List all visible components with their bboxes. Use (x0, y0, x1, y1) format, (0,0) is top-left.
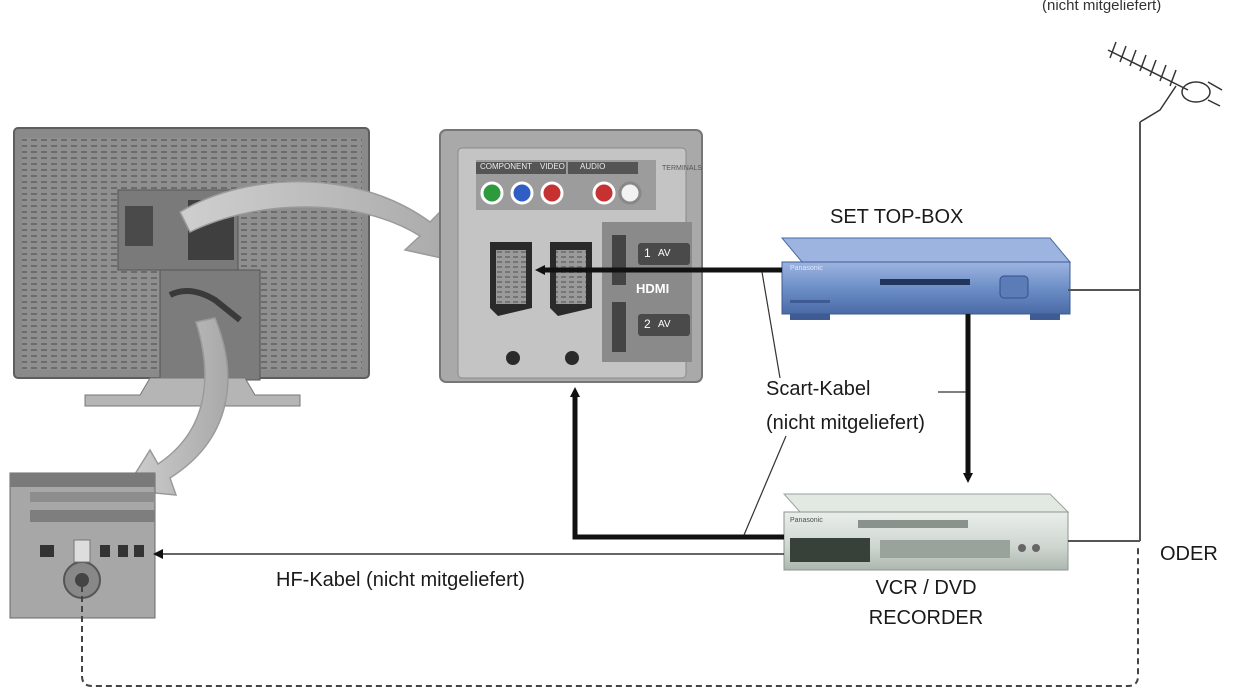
scart-socket-icon (490, 242, 532, 365)
scart-label-leaders (743, 271, 966, 536)
hdmi1-port-text: AV (658, 248, 671, 259)
antenna-icon (1107, 41, 1223, 123)
video-label: VIDEO (540, 162, 565, 171)
scart-cable-label-line2: (nicht mitgeliefert) (766, 412, 925, 434)
alternative-antenna-route (81, 545, 1139, 687)
tv-rear-view (13, 127, 370, 407)
hdmi-port-icon (612, 235, 626, 285)
hdmi1-badge: 1 (644, 246, 651, 260)
tv-corner-detail (9, 472, 156, 619)
antenna-cable (1068, 122, 1141, 542)
tv-connector-panel (439, 129, 703, 383)
component-label: COMPONENT (480, 162, 532, 171)
set-top-box-label: SET TOP-BOX (830, 206, 964, 228)
recorder-brand: Panasonic (790, 517, 823, 524)
stb-brand: Panasonic (790, 265, 823, 272)
model-text: TERMINALS (662, 165, 703, 172)
hdmi-logo: HDMI (636, 281, 670, 296)
set-top-box (780, 237, 1072, 320)
hdmi-port-icon (612, 302, 626, 352)
scart-socket-icon (550, 242, 592, 365)
scart-cable-recorder-to-tv (570, 387, 784, 540)
recorder-label-line2: RECORDER (868, 607, 984, 629)
antenna-note: (nicht mitgeliefert) (1042, 0, 1162, 14)
rca-jack-icon (480, 181, 504, 205)
scart-cable-label-line1: Scart-Kabel (766, 378, 871, 400)
recorder-label-line1: VCR / DVD (875, 577, 977, 599)
or-label: ODER (1160, 543, 1218, 565)
vcr-dvd-recorder (782, 493, 1070, 571)
hdmi2-badge: 2 (644, 317, 651, 331)
hf-cable-label: HF-Kabel (nicht mitgeliefert) (276, 569, 525, 591)
hdmi2-port-text: AV (658, 319, 671, 330)
audio-label: AUDIO (580, 162, 606, 171)
